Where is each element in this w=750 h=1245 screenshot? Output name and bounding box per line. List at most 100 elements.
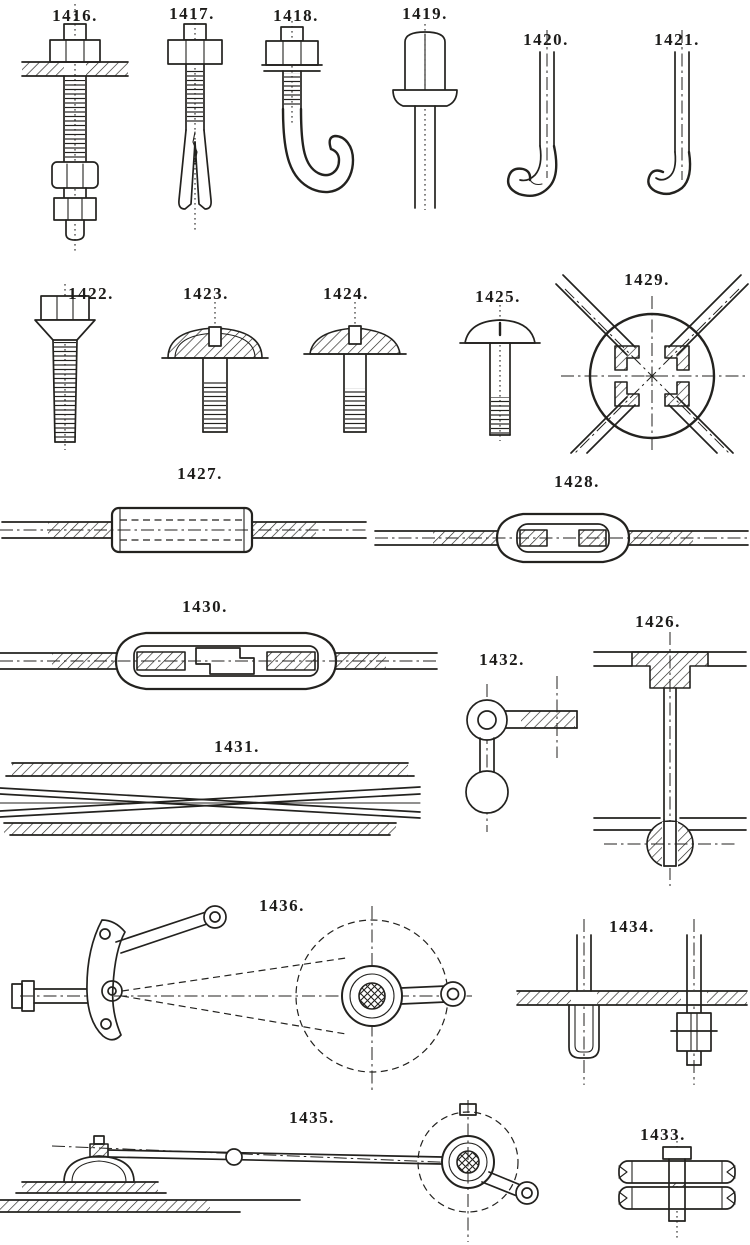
rod-ring (225, 1148, 243, 1166)
figure-label: 1420. (523, 30, 569, 49)
figure-1426-drawing (593, 632, 747, 886)
figure-label: 1431. (214, 737, 260, 756)
lock-plate (195, 647, 255, 675)
bolt-end-stub (63, 23, 87, 41)
cone-shoulder (34, 319, 96, 341)
hex-nut-top (49, 39, 101, 63)
hex-nut (167, 39, 223, 65)
figure-1422: 1422. (25, 282, 120, 454)
threaded-shank (185, 63, 205, 131)
figure-label: 1435. (289, 1108, 335, 1127)
hub-arm (481, 1171, 539, 1205)
bolt-end-stub (183, 23, 207, 41)
figure-1425-drawing (459, 305, 541, 441)
bolt-hole (99, 928, 111, 940)
ground-section (0, 1181, 301, 1213)
figure-label: 1432. (479, 650, 525, 669)
figure-label: 1419. (402, 4, 448, 23)
crank-hub (417, 1100, 519, 1242)
rail-section-bottom (593, 817, 747, 831)
shank (489, 342, 511, 436)
ring (588, 312, 716, 440)
figure-1426: 1426. (590, 612, 750, 890)
figure-1429: 1429. (555, 270, 750, 454)
figure-1436-drawing (11, 905, 472, 1090)
figure-1436: 1436. (0, 892, 480, 1100)
lever-arm (115, 905, 227, 954)
figure-1432-drawing (465, 676, 578, 832)
figure-1419-drawing (392, 24, 458, 210)
rod (674, 51, 690, 153)
rod (539, 51, 555, 147)
thread-left (52, 653, 116, 669)
figure-1427-drawing (0, 506, 368, 554)
hook-foot (647, 150, 692, 196)
figure-1428-drawing (374, 512, 749, 564)
threaded-shank (52, 339, 78, 443)
right-cotter (670, 1012, 718, 1052)
figure-1430-drawing (0, 631, 438, 691)
figure-1417: 1417. (150, 2, 240, 234)
spliced-rods (0, 786, 421, 819)
figure-1417-drawing (167, 18, 223, 230)
bolt-hole (100, 1018, 112, 1030)
figure-1424: 1424. (300, 282, 410, 444)
figure-1416-drawing (21, 4, 129, 254)
tie-lines (121, 957, 347, 1035)
thread-stub-left (136, 651, 186, 671)
figure-1421: 1421. (640, 28, 730, 226)
plate-section (21, 61, 129, 77)
hook (281, 107, 355, 194)
figure-1416: 1416. (20, 2, 130, 258)
washer (261, 64, 323, 72)
figure-label: 1417. (169, 4, 215, 23)
figure-label: 1428. (554, 472, 600, 491)
figure-1423: 1423. (160, 282, 270, 444)
stay-clips (614, 345, 690, 407)
figure-label: 1418. (273, 6, 319, 25)
figure-1430: 1430. (0, 597, 440, 700)
top-beam (5, 762, 415, 777)
figure-label: 1421. (654, 30, 700, 49)
figure-label: 1423. (183, 284, 229, 303)
screw-slot (348, 325, 362, 345)
t-head-section (631, 651, 709, 689)
figure-1427: 1427. (0, 462, 370, 575)
figure-1433: 1433. (605, 1125, 750, 1243)
clamp-bolt (662, 1146, 692, 1222)
flat-head-section (309, 325, 401, 355)
shaft-section (358, 982, 386, 1010)
upper-clamp-plate (618, 1160, 736, 1184)
turnbuckle-body (114, 631, 338, 691)
bolt-tip (65, 219, 85, 241)
figure-1421-drawing (647, 30, 692, 196)
lock-nut (51, 161, 99, 189)
figure-label: 1416. (52, 6, 98, 25)
plate-section (516, 990, 748, 1006)
figure-label: 1430. (182, 597, 228, 616)
collar (392, 89, 458, 107)
split-end (178, 129, 212, 210)
hex-nut (265, 40, 319, 66)
link (479, 737, 495, 773)
figure-label: 1426. (635, 612, 681, 631)
shank (414, 105, 436, 209)
figure-1424-drawing (303, 302, 407, 433)
tie-rod (107, 1148, 443, 1166)
figure-label: 1424. (323, 284, 369, 303)
figure-label: 1427. (177, 464, 223, 483)
rod (663, 687, 677, 821)
threaded-shank (63, 75, 87, 163)
figure-label: 1422. (68, 284, 114, 303)
figure-1423-drawing (161, 302, 269, 433)
button-head (464, 319, 536, 344)
bracket-plate (86, 919, 126, 1041)
figure-label: 1429. (624, 270, 670, 289)
figure-1420: 1420. (500, 28, 600, 226)
figure-1419: 1419. (385, 2, 465, 214)
lower-clamp-plate (618, 1186, 736, 1210)
figure-1422-drawing (34, 284, 96, 450)
figure-1420-drawing (506, 30, 558, 197)
figure-label: 1434. (609, 917, 655, 936)
